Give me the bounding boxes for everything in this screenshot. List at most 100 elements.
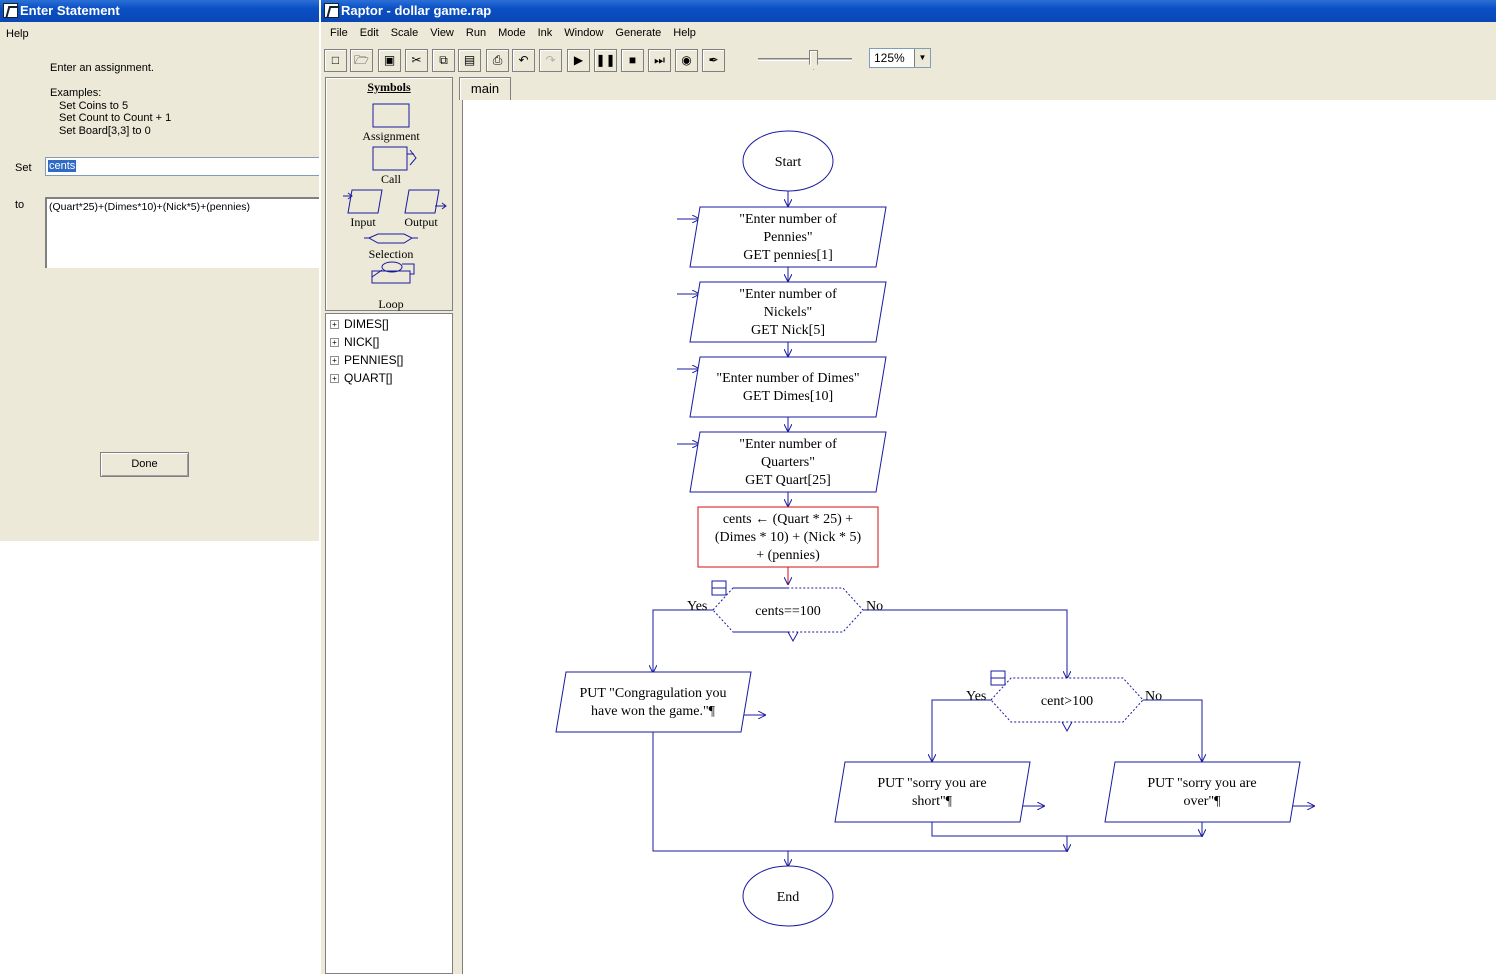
tree-item-nick[interactable]: +NICK[]	[330, 333, 379, 351]
input-nickels-line: GET Nick[5]	[751, 323, 825, 338]
example-item: Set Coins to 5	[59, 99, 129, 112]
save-icon[interactable]: ▣	[378, 49, 401, 72]
input-pennies-line: "Enter number of	[739, 212, 837, 227]
variables-tree: +DIMES[] +NICK[] + PENNIES[] + QUART[]	[325, 313, 453, 974]
dialog-menu-help[interactable]: Help	[6, 28, 29, 40]
tab-main[interactable]: main	[459, 77, 511, 100]
stop-icon[interactable]: ■	[621, 49, 644, 72]
dialog-menu-bar: Help	[0, 24, 319, 44]
enter-statement-dialog: Enter Statement Help Enter an assignment…	[0, 0, 319, 541]
call-symbol-icon[interactable]	[372, 146, 417, 171]
redo-icon[interactable]: ↷	[539, 49, 562, 72]
menu-run[interactable]: Run	[465, 27, 487, 39]
input-nickels-line: "Enter number of	[739, 287, 837, 302]
undo-icon[interactable]: ↶	[512, 49, 535, 72]
menu-edit[interactable]: Edit	[359, 27, 379, 39]
raptor-main-window: Raptor - dollar game.rap File Edit Scale Vi…	[321, 0, 1496, 974]
to-expression-input[interactable]: (Quart*25)+(Dimes*10)+(Nick*5)+(pennies)	[45, 197, 319, 268]
input-pennies-line: Pennies"	[763, 230, 812, 245]
input-nickels-symbol[interactable]	[689, 281, 887, 343]
raptor-title-bar[interactable]: Raptor - dollar game.rap	[321, 0, 1496, 22]
expand-icon[interactable]: +	[330, 338, 339, 348]
example-item: Set Count to Count + 1	[59, 112, 172, 124]
step-icon[interactable]: ⏭	[648, 49, 671, 72]
decision2-yes-label: Yes	[966, 689, 986, 704]
to-label: to	[15, 199, 25, 211]
pen-icon[interactable]: ✒	[702, 49, 725, 72]
input-pennies-symbol[interactable]	[689, 206, 887, 268]
input-pennies-line: GET pennies[1]	[743, 248, 833, 263]
tree-item-label: PENNIES[]	[344, 353, 404, 367]
menu-generate[interactable]: Generate	[615, 27, 662, 39]
input-symbol-icon[interactable]	[347, 189, 383, 214]
speed-slider-thumb[interactable]	[809, 50, 818, 70]
expand-icon[interactable]: +	[330, 320, 339, 330]
raptor-app-icon	[3, 3, 18, 18]
raptor-app-icon	[324, 3, 339, 18]
decision-cent-greater-100[interactable]	[990, 677, 1144, 723]
menu-ink[interactable]: Ink	[537, 27, 553, 39]
raptor-menu-bar: File Edit Scale View Run Mode Ink Window Generat…	[321, 23, 1496, 43]
tree-item-label: QUART[]	[344, 371, 393, 385]
assignment-prompt: Enter an assignment.	[50, 62, 154, 74]
set-variable-input[interactable]: cents	[45, 157, 319, 176]
output-symbol-icon[interactable]	[404, 189, 440, 214]
play-icon[interactable]: ▶	[567, 49, 590, 72]
decision1-no-label: No	[866, 599, 883, 614]
dialog-title-bar[interactable]: Enter Statement	[0, 0, 319, 22]
output-win-symbol[interactable]	[555, 671, 752, 733]
input-quarters-symbol[interactable]	[689, 431, 887, 493]
start-terminal[interactable]	[742, 130, 834, 192]
input-quarters-line: Quarters"	[761, 455, 815, 470]
selection-symbol-label: Selection	[368, 247, 414, 261]
decision1-yes-label: Yes	[687, 599, 707, 614]
assignment-symbol-label: Assignment	[362, 129, 420, 143]
menu-view[interactable]: View	[430, 27, 454, 39]
menu-file[interactable]: File	[330, 27, 348, 39]
output-short-symbol[interactable]	[834, 761, 1031, 823]
end-label: End	[777, 890, 800, 905]
menu-help[interactable]: Help	[673, 27, 696, 39]
input-quarters-line: GET Quart[25]	[745, 473, 831, 488]
examples-block: Examples: Set Coins to 5 Set Count to Co…	[50, 87, 171, 137]
assignment-symbol-icon[interactable]	[372, 103, 410, 128]
loop-symbol-icon[interactable]	[371, 261, 415, 284]
flowchart-svg: Start End "Enter number of Pennies" GET …	[555, 130, 1496, 927]
zoom-select[interactable]: 125% ▼	[869, 48, 931, 68]
speed-slider-track[interactable]	[758, 58, 852, 61]
output-over-symbol[interactable]	[1104, 761, 1301, 823]
loop-symbol-label: Loop	[378, 297, 404, 311]
menu-mode[interactable]: Mode	[498, 27, 526, 39]
tree-item-pennies[interactable]: + PENNIES[]	[330, 351, 403, 369]
new-file-icon[interactable]: □	[324, 49, 347, 72]
output-win-line: have won the game."¶	[591, 704, 716, 719]
output-over-line: over"¶	[1184, 794, 1222, 809]
raptor-title: Raptor - dollar game.rap	[341, 3, 492, 18]
cut-icon[interactable]: ✂	[405, 49, 428, 72]
examples-title: Examples:	[50, 87, 102, 99]
expand-icon[interactable]: +	[330, 356, 339, 366]
selection-symbol-icon[interactable]	[364, 233, 418, 244]
test-server-icon[interactable]: ◉	[675, 49, 698, 72]
done-button[interactable]: Done	[100, 452, 189, 477]
tree-item-dimes[interactable]: +DIMES[]	[330, 315, 389, 333]
pause-icon[interactable]: ❚❚	[594, 49, 617, 72]
assignment-cents-symbol[interactable]	[697, 506, 879, 568]
input-dimes-symbol[interactable]	[689, 356, 887, 418]
input-nickels-line: Nickels"	[764, 305, 812, 320]
copy-icon[interactable]: ⧉	[432, 49, 455, 72]
print-icon[interactable]: ⎙	[486, 49, 509, 72]
decision2-no-label: No	[1145, 689, 1162, 704]
end-terminal[interactable]	[742, 865, 834, 927]
open-folder-icon[interactable]: 🗁	[350, 49, 373, 72]
menu-scale[interactable]: Scale	[390, 27, 419, 39]
decision1-condition: cents==100	[755, 604, 821, 619]
expand-icon[interactable]: +	[330, 374, 339, 384]
flowchart-canvas: Start End "Enter number of Pennies" GET …	[462, 100, 1496, 974]
menu-window[interactable]: Window	[564, 27, 604, 39]
decision2-condition: cent>100	[1041, 694, 1093, 709]
tree-item-quart[interactable]: + QUART[]	[330, 369, 392, 387]
set-label: Set	[15, 162, 32, 174]
paste-icon[interactable]: ▤	[458, 49, 481, 72]
chevron-down-icon[interactable]: ▼	[914, 49, 930, 67]
